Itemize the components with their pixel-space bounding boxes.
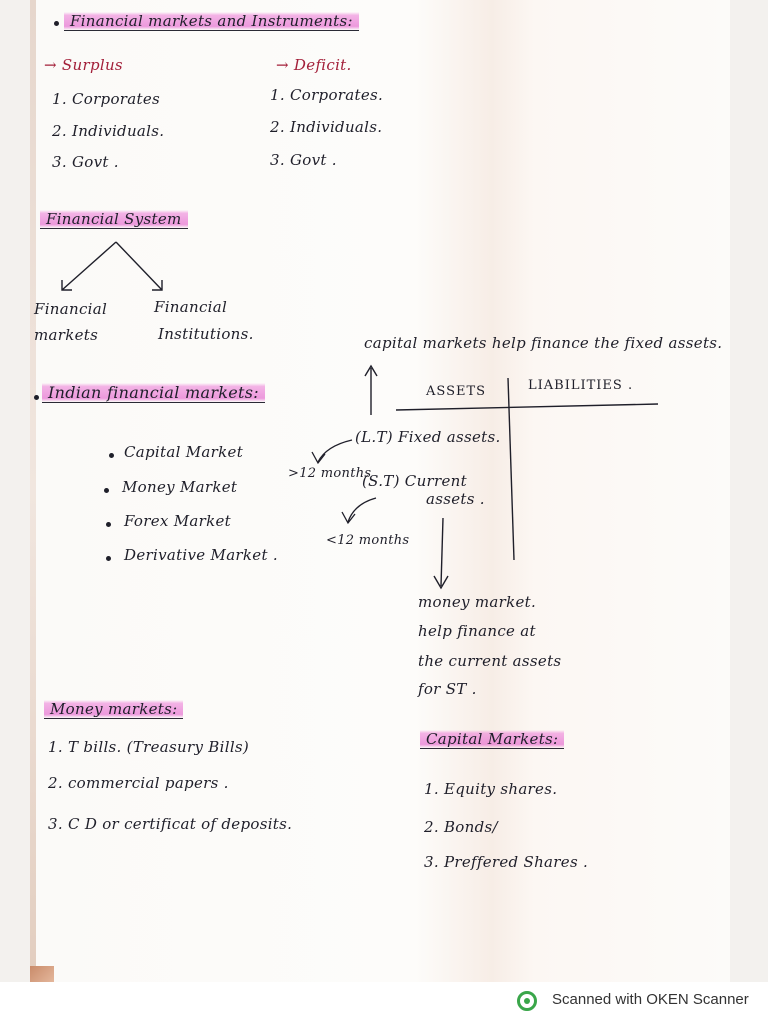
capital-note: capital markets help finance the fixed a… — [364, 334, 723, 352]
notebook-page — [30, 0, 730, 982]
list-bullet — [106, 556, 111, 561]
section-bullet — [34, 395, 39, 400]
market-item: Derivative Market . — [124, 546, 278, 564]
heading-money-markets: Money markets: — [44, 700, 184, 719]
market-item: Forex Market — [124, 512, 231, 530]
list-bullet — [104, 488, 109, 493]
heading-capital-markets: Capital Markets: — [420, 730, 565, 749]
heading-financial-system: Financial System — [40, 210, 188, 229]
heading-financial-markets: Financial markets and Instruments: — [64, 12, 359, 31]
money-note: money market. — [418, 593, 537, 611]
money-market-item: 3. C D or certificat of deposits. — [48, 815, 293, 833]
branch-right-label: Institutions. — [158, 325, 254, 343]
capital-market-item: 3. Preffered Shares . — [424, 853, 589, 871]
market-item: Money Market — [122, 478, 238, 496]
deficit-item: 2. Individuals. — [270, 118, 383, 136]
money-note: for ST . — [418, 680, 477, 698]
money-note: the current assets — [418, 652, 562, 670]
st-current-assets: (S.T) Current — [362, 472, 467, 490]
branch-left-label: markets — [34, 326, 99, 344]
surplus-item: 3. Govt . — [52, 153, 119, 171]
surplus-header: → Surplus — [44, 56, 123, 74]
footer-bar — [0, 982, 768, 1024]
list-bullet — [106, 522, 111, 527]
surplus-item: 2. Individuals. — [52, 122, 165, 140]
lt-12-months: <12 months — [326, 533, 410, 548]
deficit-header: → Deficit. — [276, 56, 352, 74]
oken-logo-icon — [517, 991, 537, 1011]
section-bullet — [54, 21, 59, 26]
money-market-item: 2. commercial papers . — [48, 774, 229, 792]
list-bullet — [109, 453, 114, 458]
money-market-item: 1. T bills. (Treasury Bills) — [48, 738, 250, 756]
deficit-item: 3. Govt . — [270, 151, 337, 169]
branch-left-label: Financial — [34, 300, 108, 318]
capital-market-item: 1. Equity shares. — [424, 780, 558, 798]
gt-12-months: >12 months — [288, 466, 372, 481]
assets-header: ASSETS — [426, 384, 487, 399]
heading-indian-markets: Indian financial markets: — [42, 383, 265, 403]
branch-right-label: Financial — [154, 298, 228, 316]
deficit-item: 1. Corporates. — [270, 86, 384, 104]
liabilities-header: LIABILITIES . — [528, 378, 634, 393]
capital-market-item: 2. Bonds/ — [424, 818, 498, 836]
scanner-watermark: Scanned with OKEN Scanner — [552, 991, 749, 1008]
money-note: help finance at — [418, 622, 536, 640]
page-corner — [30, 966, 54, 982]
surplus-item: 1. Corporates — [52, 90, 161, 108]
lt-fixed-assets: (L.T) Fixed assets. — [355, 428, 501, 446]
market-item: Capital Market — [124, 443, 244, 461]
st-current-assets-2: assets . — [426, 490, 485, 508]
